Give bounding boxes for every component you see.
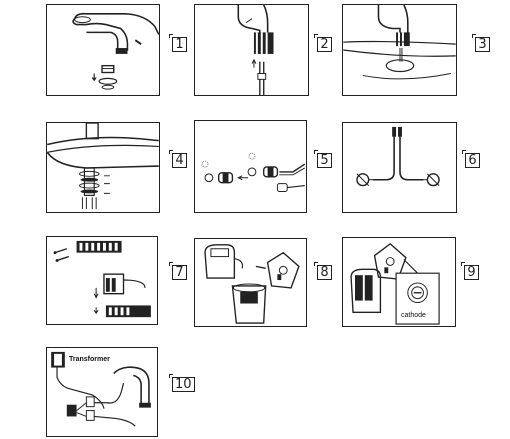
battery-polarity-illustration <box>350 242 440 325</box>
supply-hoses-valves-illustration <box>356 126 440 187</box>
step-6-number: 6 <box>462 150 480 168</box>
hose-connection-illustration <box>237 5 274 95</box>
step-4-panel <box>46 122 160 213</box>
step-4-number: 4 <box>169 150 187 168</box>
step-1-number: 1 <box>169 34 187 52</box>
step-2-panel <box>194 4 309 96</box>
cathode-label: cathode <box>401 312 426 319</box>
step-3-panel <box>342 4 457 96</box>
faucet-aerator-illustration <box>72 12 159 90</box>
step-6-panel <box>342 122 457 213</box>
step-3-number: 3 <box>472 34 490 52</box>
step-7-number: 7 <box>169 262 187 280</box>
step-8-panel <box>194 238 307 327</box>
step-10-number: 10 <box>169 374 195 392</box>
step-10-panel: Transformer <box>46 347 158 437</box>
step-5-panel <box>194 120 307 213</box>
battery-box-mounting-illustration <box>53 240 151 318</box>
basin-mounting-hardware-illustration <box>47 123 159 210</box>
step-9-panel: cathode <box>342 237 456 327</box>
transformer-wiring-illustration <box>51 351 151 427</box>
valve-filter-parts-illustration <box>201 152 306 192</box>
step-1-panel <box>46 4 160 96</box>
step-2-number: 2 <box>314 34 332 52</box>
faucet-mounted-basin-illustration <box>343 5 456 80</box>
step-8-number: 8 <box>314 262 332 280</box>
battery-installation-illustration <box>204 244 300 324</box>
transformer-label: Transformer <box>69 356 110 363</box>
step-9-number: 9 <box>461 262 479 280</box>
step-7-panel <box>46 236 158 325</box>
step-5-number: 5 <box>314 150 332 168</box>
